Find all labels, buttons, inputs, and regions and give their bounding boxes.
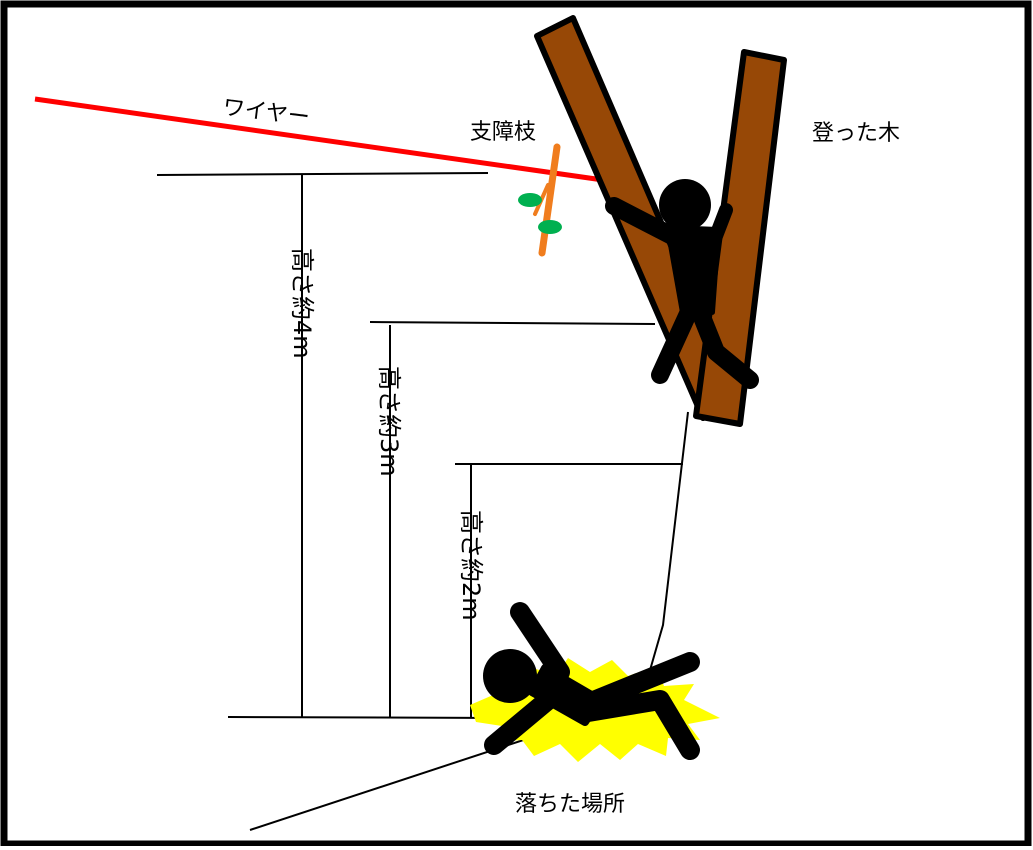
wire-line bbox=[34, 96, 611, 184]
leaf-icon bbox=[538, 220, 562, 234]
top-line-4m bbox=[156, 172, 489, 176]
ground-line bbox=[227, 716, 506, 719]
height-3m-label: 高さ約3m bbox=[375, 366, 403, 477]
tree-label: 登った木 bbox=[812, 121, 900, 146]
fall-place-label: 落ちた場所 bbox=[515, 792, 625, 817]
branch-icon bbox=[518, 143, 562, 257]
height-2m-label: 高さ約2m bbox=[457, 510, 485, 621]
branch-label: 支障枝 bbox=[470, 120, 536, 145]
top-line-3m bbox=[369, 321, 656, 325]
worker-climbing-icon bbox=[605, 179, 759, 389]
leaf-icon bbox=[518, 193, 542, 207]
worker-fallen-icon bbox=[483, 602, 700, 760]
height-4m-label: 高さ約4m bbox=[288, 248, 316, 359]
